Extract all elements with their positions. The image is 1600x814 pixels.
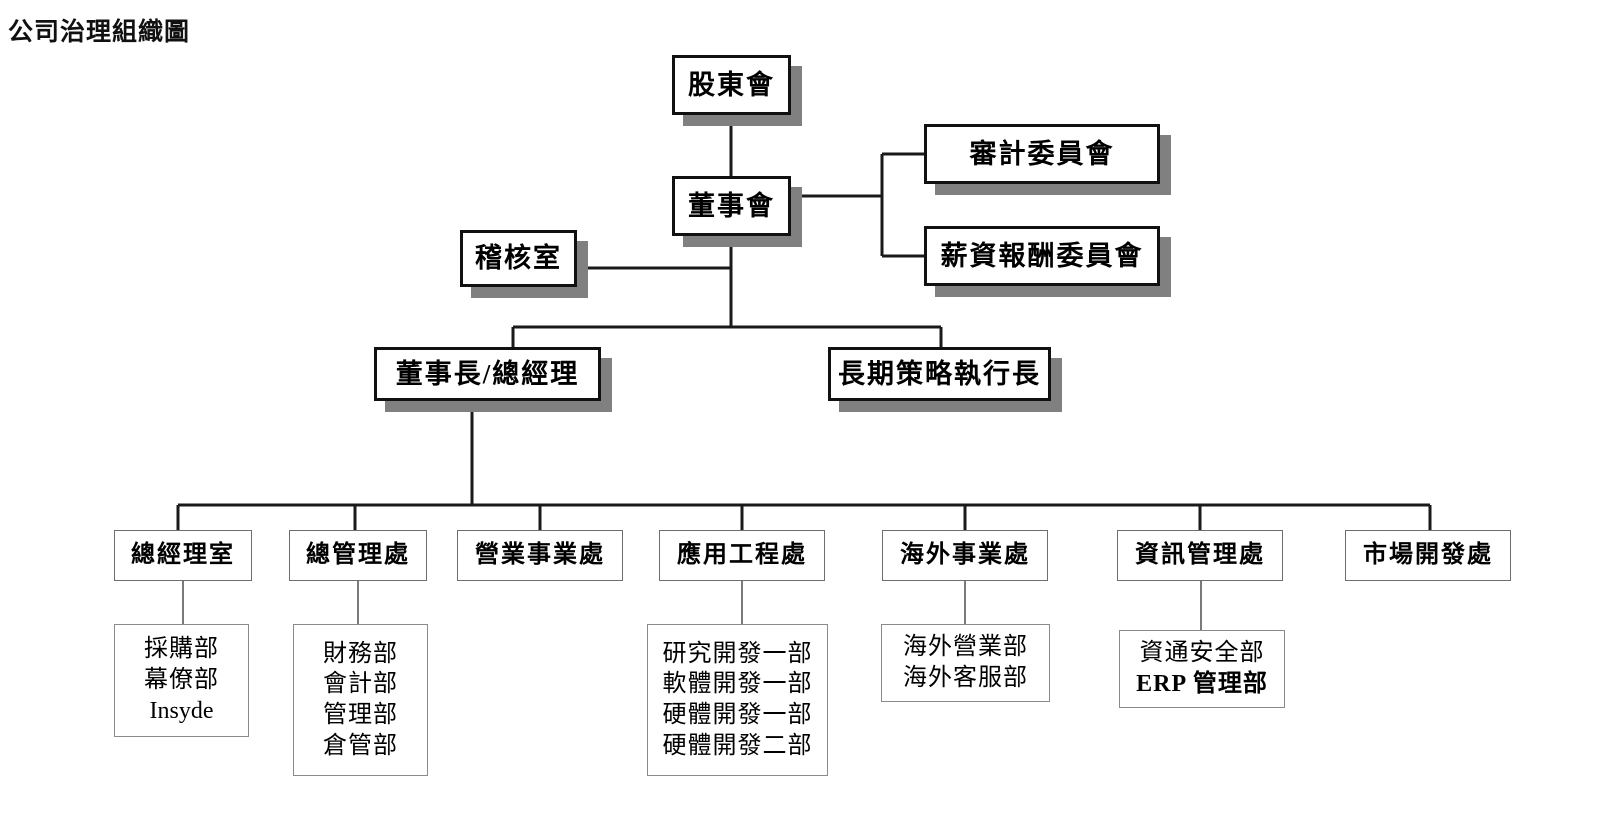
division-information-management[interactable]: 資訊管理處 bbox=[1117, 530, 1283, 581]
node-board-of-directors-label: 董事會 bbox=[688, 190, 775, 221]
node-board-of-directors[interactable]: 董事會 bbox=[672, 176, 791, 236]
node-chairman-general-manager[interactable]: 董事長/總經理 bbox=[374, 347, 601, 401]
node-shareholders[interactable]: 股東會 bbox=[672, 55, 791, 115]
department-line: 海外營業部 bbox=[903, 634, 1028, 661]
department-line: 硬體開發一部 bbox=[662, 702, 813, 728]
division-application-engineering-label: 應用工程處 bbox=[677, 542, 807, 569]
division-information-management-label: 資訊管理處 bbox=[1135, 542, 1265, 569]
division-market-development[interactable]: 市場開發處 bbox=[1345, 530, 1511, 581]
departments-information-management[interactable]: 資通安全部 ERP 管理部 bbox=[1119, 630, 1285, 708]
department-line: 海外客服部 bbox=[903, 665, 1028, 691]
departments-overseas-business[interactable]: 海外營業部海外客服部 bbox=[881, 624, 1050, 702]
department-line: 採購部 bbox=[144, 636, 219, 663]
node-shareholders-label: 股東會 bbox=[688, 69, 775, 100]
departments-application-engineering[interactable]: 研究開發一部軟體開發一部硬體開發一部硬體開發二部 bbox=[647, 624, 828, 776]
node-compensation-committee-label: 薪資報酬委員會 bbox=[940, 240, 1144, 271]
division-gm-office-label: 總經理室 bbox=[131, 542, 235, 569]
node-audit-committee[interactable]: 審計委員會 bbox=[924, 124, 1160, 184]
page-title: 公司治理組織圖 bbox=[8, 19, 191, 46]
node-chairman-general-manager-label: 董事長/總經理 bbox=[395, 358, 580, 389]
department-line: 倉管部 bbox=[323, 732, 398, 759]
division-overseas-business-label: 海外事業處 bbox=[900, 542, 1030, 569]
department-line: 硬體開發二部 bbox=[662, 732, 813, 759]
department-line: ERP 管理部 bbox=[1136, 671, 1268, 697]
division-gm-office[interactable]: 總經理室 bbox=[114, 530, 252, 581]
node-strategy-officer-label: 長期策略執行長 bbox=[838, 358, 1041, 389]
division-application-engineering[interactable]: 應用工程處 bbox=[659, 530, 825, 581]
department-line: 研究開發一部 bbox=[662, 640, 813, 667]
department-line: 管理部 bbox=[323, 702, 398, 728]
node-audit-committee-label: 審計委員會 bbox=[969, 138, 1115, 169]
department-line: 軟體開發一部 bbox=[662, 671, 813, 698]
departments-administration[interactable]: 財務部會計部管理部倉管部 bbox=[293, 624, 428, 776]
node-audit-office[interactable]: 稽核室 bbox=[460, 230, 577, 287]
division-sales-label: 營業事業處 bbox=[475, 542, 605, 569]
departments-gm-office[interactable]: 採購部幕僚部 Insyde bbox=[114, 624, 249, 737]
department-line: 財務部 bbox=[323, 640, 398, 667]
node-strategy-officer[interactable]: 長期策略執行長 bbox=[828, 347, 1051, 401]
node-compensation-committee[interactable]: 薪資報酬委員會 bbox=[924, 226, 1160, 286]
node-audit-office-label: 稽核室 bbox=[475, 243, 562, 274]
division-administration[interactable]: 總管理處 bbox=[289, 530, 427, 581]
division-sales[interactable]: 營業事業處 bbox=[457, 530, 623, 581]
division-overseas-business[interactable]: 海外事業處 bbox=[882, 530, 1048, 581]
division-administration-label: 總管理處 bbox=[306, 542, 410, 569]
department-line: 幕僚部 bbox=[144, 667, 219, 694]
division-market-development-label: 市場開發處 bbox=[1363, 542, 1493, 569]
department-line: 會計部 bbox=[323, 671, 398, 698]
department-line: 資通安全部 bbox=[1139, 640, 1265, 667]
department-line: Insyde bbox=[149, 697, 214, 724]
